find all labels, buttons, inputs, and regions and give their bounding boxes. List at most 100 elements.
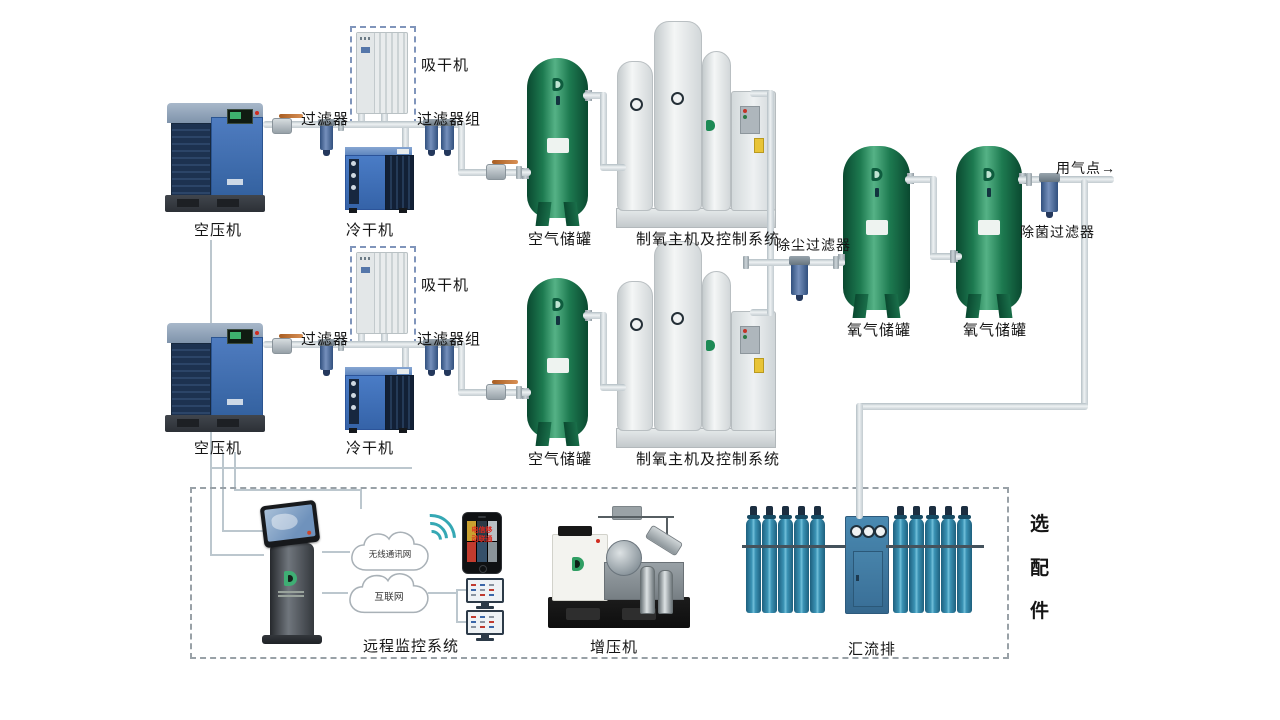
tank-leg (535, 202, 552, 226)
warning-sticker (754, 138, 764, 153)
brand-logo (552, 78, 563, 91)
network-line (322, 551, 350, 553)
pipe-segment (750, 309, 774, 316)
gas-cylinder (778, 506, 793, 613)
filter-drain (323, 150, 330, 156)
monitor-base (476, 638, 494, 641)
dryer-brand-tag (397, 149, 409, 154)
label-use-point: 用气点→ (1056, 160, 1116, 176)
dryer-knob (351, 173, 356, 178)
monitor-line (222, 530, 264, 532)
psa-skid (616, 208, 776, 228)
compressor-display (227, 109, 253, 124)
label-refrigerated-dryer-1: 冷干机 (346, 222, 395, 239)
dryer-top (345, 367, 412, 375)
network-line (322, 592, 348, 594)
filter-drain (1046, 212, 1053, 218)
booster-pipe (666, 516, 668, 536)
psa-column (702, 271, 731, 431)
compressor-brand-mark (227, 399, 243, 405)
filter-drain (444, 370, 451, 376)
booster-machine (548, 505, 690, 628)
filter-body (441, 346, 454, 370)
booster-compressor-head (606, 540, 642, 576)
phone-app-tile (477, 521, 487, 541)
phone-screen (467, 521, 497, 562)
dryer-brand-tag (397, 369, 409, 374)
booster-steel-cylinder (640, 566, 655, 614)
line-filter-1 (318, 119, 335, 156)
compressor-grille (171, 343, 211, 419)
brand-logo (706, 120, 715, 131)
tank-leg (563, 422, 580, 446)
pipe-segment (856, 403, 863, 519)
gas-cylinder (762, 506, 777, 613)
label-filter-group-1: 过滤器组 (417, 111, 482, 128)
phone-app-tile (467, 542, 477, 562)
optional-accessories-box (190, 487, 1009, 659)
label-optional-char-1: 选 (1030, 514, 1051, 535)
air-compressor-2 (165, 323, 265, 433)
oxygen-generator-2 (616, 241, 776, 448)
brand-logo (572, 557, 584, 571)
manifold-busbar (742, 545, 846, 548)
pipe-segment (358, 106, 365, 124)
adsorber-side-panel (357, 253, 375, 333)
line-filter-2 (318, 339, 335, 376)
tank-nameplate (865, 220, 888, 235)
filter-cap (423, 119, 440, 126)
oxygen-generator-1 (616, 21, 776, 228)
sterile-filter (1039, 173, 1060, 218)
psa-column (617, 61, 653, 211)
psa-skid (616, 428, 776, 448)
booster-base-slot (566, 608, 600, 620)
filter-drain (323, 370, 330, 376)
label-adsorption-dryer-2: 吸干机 (421, 277, 470, 294)
phone-app-tile (467, 521, 477, 541)
pipe-flange (1026, 173, 1032, 186)
tank-valve (555, 316, 560, 325)
ball-valve (486, 164, 506, 180)
label-dust-filter: 除尘过滤器 (776, 237, 851, 253)
filter-cap (318, 339, 335, 346)
adsorber-side-panel (357, 33, 375, 113)
booster-steel-cylinder (658, 570, 673, 614)
refrigerated-dryer-1 (345, 147, 414, 213)
filter-body (425, 346, 438, 370)
dryer-knob (351, 405, 356, 410)
tank-valve (874, 188, 879, 197)
adsorber-indicators (360, 257, 372, 260)
gas-cylinder (810, 506, 825, 613)
filter-drain (444, 150, 451, 156)
air-tank-1 (522, 58, 592, 226)
pipe-segment (600, 92, 607, 168)
adsorber-indicators (360, 37, 372, 40)
warning-sticker (754, 358, 764, 373)
filter-drain (796, 295, 803, 301)
monitor-line (222, 452, 224, 532)
wireless-network-cloud: 无线通讯网 (351, 531, 429, 571)
manifold-busbar (886, 545, 984, 548)
booster-cylinder-angled (644, 524, 684, 557)
phone-app-tile (477, 542, 487, 562)
tank-leg (852, 294, 869, 318)
pipe-segment (600, 164, 626, 171)
filter-body (1041, 182, 1058, 212)
pipe-segment (905, 176, 937, 183)
dryer-knob (351, 381, 356, 386)
pipe-segment (458, 121, 465, 176)
pressure-gauge (671, 92, 684, 105)
pipe-segment (458, 341, 465, 396)
pipe-segment (767, 90, 774, 266)
tank-valve (987, 188, 991, 197)
tank-valve (555, 96, 560, 105)
wireless-network-label: 无线通讯网 (369, 549, 412, 559)
phone-app-tile (487, 542, 497, 562)
pipe-segment (583, 92, 607, 99)
filter-cap (439, 119, 456, 126)
compressor-base-slot (217, 199, 239, 207)
network-line (456, 589, 458, 623)
gas-cylinder (909, 506, 924, 613)
compressor-base-slot (177, 419, 199, 427)
